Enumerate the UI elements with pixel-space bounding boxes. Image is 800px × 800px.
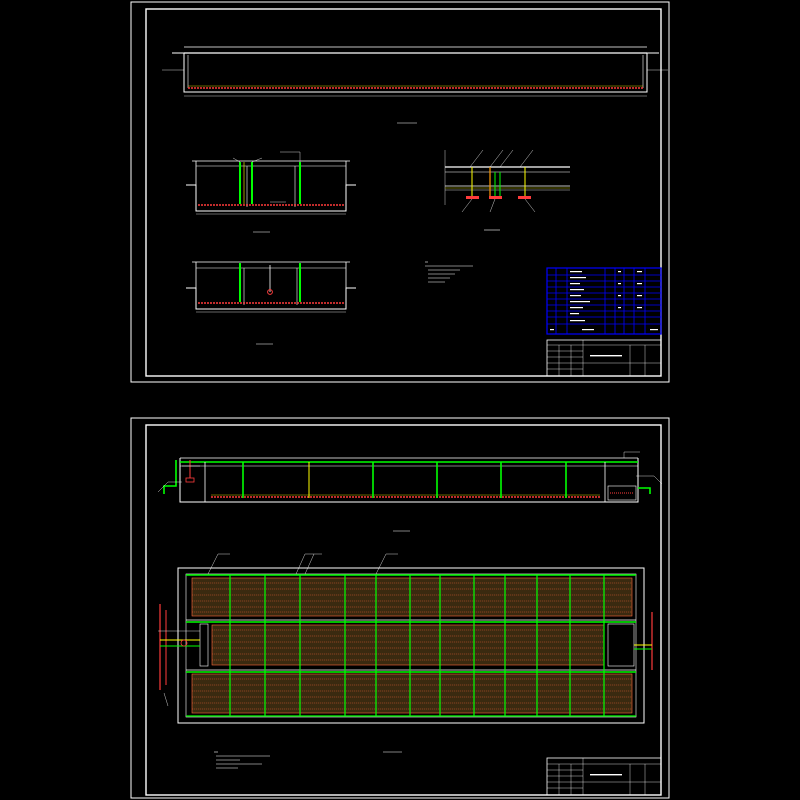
sheet-2-title-block	[546, 757, 662, 796]
sheet-1-notes	[425, 261, 473, 283]
diffuser-grid-row-2	[211, 624, 605, 666]
diffuser-grid-row-1	[191, 577, 633, 617]
sheet-1-title-block	[546, 339, 662, 377]
long-section-view	[162, 46, 668, 97]
sheet-1	[130, 1, 670, 383]
air-header-pipes	[186, 574, 636, 717]
sheet-2-notes	[214, 751, 270, 769]
diffuser-grid-row-3	[191, 673, 633, 714]
detail-view	[444, 149, 570, 213]
sheet-2-outer-border	[130, 417, 670, 799]
tank-section-view	[157, 451, 663, 503]
sheet-2	[130, 417, 670, 799]
sheet-1-inner-border	[145, 8, 662, 377]
cross-section-2-view	[186, 261, 356, 313]
equipment-table	[546, 267, 662, 335]
inlet-manifold	[158, 604, 200, 690]
cross-section-1-view	[186, 151, 356, 215]
sheet-2-inner-border	[145, 424, 662, 796]
air-drop-pipes	[229, 575, 605, 716]
outlet-manifold	[634, 612, 653, 670]
plan-leader-lines	[163, 553, 398, 707]
sheet-1-outer-border	[130, 1, 670, 383]
tank-plan-view	[158, 553, 653, 724]
